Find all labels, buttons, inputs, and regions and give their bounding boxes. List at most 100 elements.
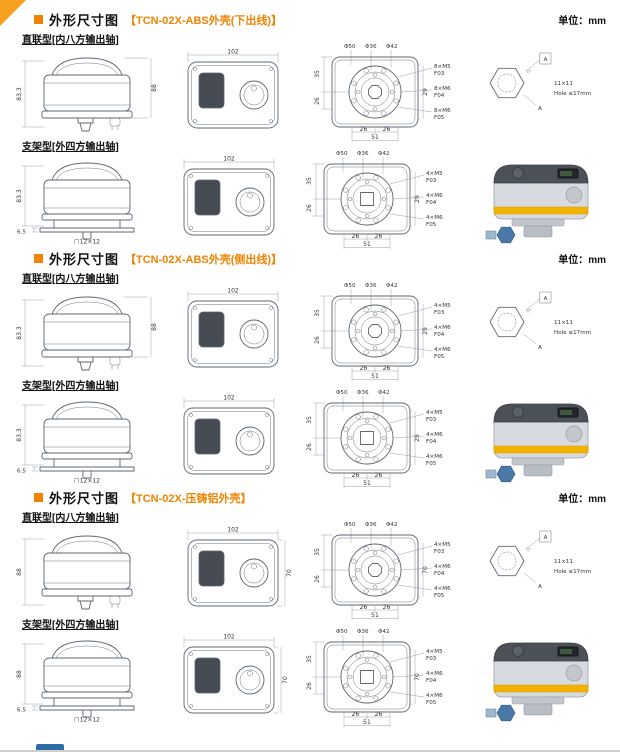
svg-text:26: 26 (352, 233, 360, 240)
svg-text:51: 51 (371, 134, 379, 141)
square-shaft-label: □12×12 (74, 716, 100, 722)
left-dimensions: 35 26 (306, 163, 341, 216)
svg-text:83.3: 83.3 (16, 189, 23, 203)
svg-text:Φ42: Φ42 (386, 44, 398, 50)
back-view-drawing: Φ50 Φ36 Φ42 (306, 390, 443, 488)
section-header: 外形尺寸图 【TCN-02X-ABS外壳(侧出线)】 单位：mm (12, 247, 608, 269)
subsection-label-direct: 直联型[内八方输出轴] (22, 274, 119, 285)
svg-text:F03: F03 (426, 656, 437, 662)
svg-text:26: 26 (314, 575, 321, 583)
height-dimension-left: 83.3 (16, 165, 44, 226)
svg-text:70: 70 (286, 569, 293, 577)
subsection-label-bracket: 支架型[外四方输出轴] (22, 620, 119, 631)
svg-text:35: 35 (306, 655, 313, 663)
drawing-row-direct: 83.3 88 (12, 283, 608, 381)
diameter-labels: Φ50 Φ36 Φ42 (344, 522, 398, 549)
svg-text:26: 26 (360, 126, 368, 133)
svg-text:4×M6: 4×M6 (434, 586, 451, 592)
shaft-dimension-notes: 11×11 Hole ≤17mm (554, 320, 591, 336)
mounting-flange-callouts: 8×M5 F03 8×M6 F04 8×M6 F05 (397, 64, 451, 121)
svg-text:F04: F04 (426, 678, 437, 684)
svg-text:Φ50: Φ50 (336, 151, 348, 157)
height-dimension: 70 (278, 539, 293, 606)
svg-text:4×M5: 4×M5 (426, 649, 443, 655)
svg-text:A: A (538, 345, 542, 351)
shaft-detail-drawing: A A 11×11 Hole ≤17mm (489, 530, 591, 590)
bracket-thickness-dimension: 6.5 (17, 227, 38, 235)
svg-text:29: 29 (414, 434, 421, 442)
left-dimensions: 35 26 (314, 295, 349, 348)
height-dimension-right: 88 (124, 296, 158, 357)
section-model: 【TCN-02X-压铸铝外壳】 (125, 492, 252, 505)
svg-text:F03: F03 (426, 417, 437, 423)
valve-hex-nut (496, 704, 516, 721)
display-window (198, 311, 225, 347)
width-dimension: 102 (187, 48, 279, 62)
svg-text:26: 26 (352, 711, 360, 718)
svg-text:F05: F05 (426, 461, 437, 467)
mounting-flange-callouts: 4×M5 F03 4×M6 F04 4×M6 F05 (397, 542, 451, 599)
svg-text:F03: F03 (434, 71, 445, 77)
svg-text:4×M6: 4×M6 (434, 347, 451, 353)
svg-text:4×M6: 4×M6 (426, 671, 443, 677)
diameter-labels: Φ50 Φ36 Φ42 (344, 283, 398, 310)
drawing-row-direct: 88 (12, 522, 608, 620)
svg-text:Φ42: Φ42 (378, 629, 390, 635)
svg-text:35: 35 (306, 416, 313, 424)
display-window (198, 72, 225, 108)
unit-label: 单位：mm (558, 16, 606, 27)
svg-text:26: 26 (375, 711, 383, 718)
svg-text:4×M6: 4×M6 (434, 564, 451, 570)
mounting-flange-callouts: 4×M5 F03 4×M6 F04 4×M6 F05 (389, 171, 443, 228)
svg-text:35: 35 (306, 177, 313, 185)
hex-shaft-outline (489, 67, 525, 98)
svg-text:70: 70 (414, 673, 421, 681)
actuator-photo (485, 164, 589, 243)
svg-text:4×M6: 4×M6 (434, 325, 451, 331)
svg-text:A: A (544, 535, 548, 541)
square-shaft-label: □12×12 (74, 238, 100, 244)
bolt-circle-holes (343, 174, 391, 223)
svg-text:4×M6: 4×M6 (426, 215, 443, 221)
right-dimension: 29 (410, 410, 421, 465)
section-header: 外形尺寸图 【TCN-02X-压铸铝外壳】 单位：mm (12, 486, 608, 508)
svg-text:Φ36: Φ36 (365, 522, 377, 528)
dimension-section: 外形尺寸图 【TCN-02X-ABS外壳(下出线)】 单位：mm 直联型[内八方… (0, 5, 620, 249)
drawing-row-bracket: 83.3 6.5 □12×12 (12, 390, 608, 488)
svg-text:102: 102 (227, 48, 239, 55)
drawing-row-bracket: 83.3 6.5 □12×12 (12, 151, 608, 249)
height-dimension-left: 83.3 (16, 60, 44, 127)
subsection-label-bracket: 支架型[外四方输出轴] (22, 381, 119, 392)
width-dimension: 102 (187, 287, 279, 301)
diameter-labels: Φ50 Φ36 Φ42 (336, 390, 390, 417)
left-dimensions: 35 26 (314, 534, 349, 587)
svg-text:Φ42: Φ42 (378, 390, 390, 396)
section-marker-icon (34, 254, 43, 263)
left-dimensions: 35 26 (306, 641, 341, 694)
valve-body (523, 464, 553, 476)
manual-knob (235, 426, 265, 455)
actuator-body-outline (41, 296, 133, 370)
svg-text:26: 26 (383, 126, 391, 133)
subsection-label-bracket: 支架型[外四方输出轴] (22, 142, 119, 153)
manual-knob (239, 558, 269, 587)
mounting-bracket (39, 458, 135, 478)
svg-text:F04: F04 (426, 439, 437, 445)
svg-text:35: 35 (314, 548, 321, 556)
back-view-drawing: Φ50 Φ36 Φ42 (314, 44, 451, 142)
right-dimension: 29 (418, 64, 429, 119)
side-view-bracket-drawing: 88 6.5 □12×12 (16, 640, 135, 722)
output-shaft-hole (368, 84, 382, 99)
shaft-dimension-notes: 11×11 Hole ≤17mm (554, 559, 591, 575)
width-dimension: 102 (183, 155, 275, 169)
svg-text:F04: F04 (434, 571, 445, 577)
section-title: 外形尺寸图 (49, 13, 120, 28)
svg-text:26: 26 (352, 472, 360, 479)
front-body-outline (183, 407, 275, 474)
output-shaft-hole (360, 191, 374, 206)
section-title: 外形尺寸图 (49, 491, 120, 506)
dimension-section: 外形尺寸图 【TCN-02X-ABS外壳(侧出线)】 单位：mm 直联型[内八方… (0, 244, 620, 488)
width-dimension: 102 (183, 633, 275, 647)
bottom-dimensions: 26 26 51 (343, 711, 391, 727)
sections-container: 外形尺寸图 【TCN-02X-ABS外壳(下出线)】 单位：mm 直联型[内八方… (0, 5, 620, 727)
